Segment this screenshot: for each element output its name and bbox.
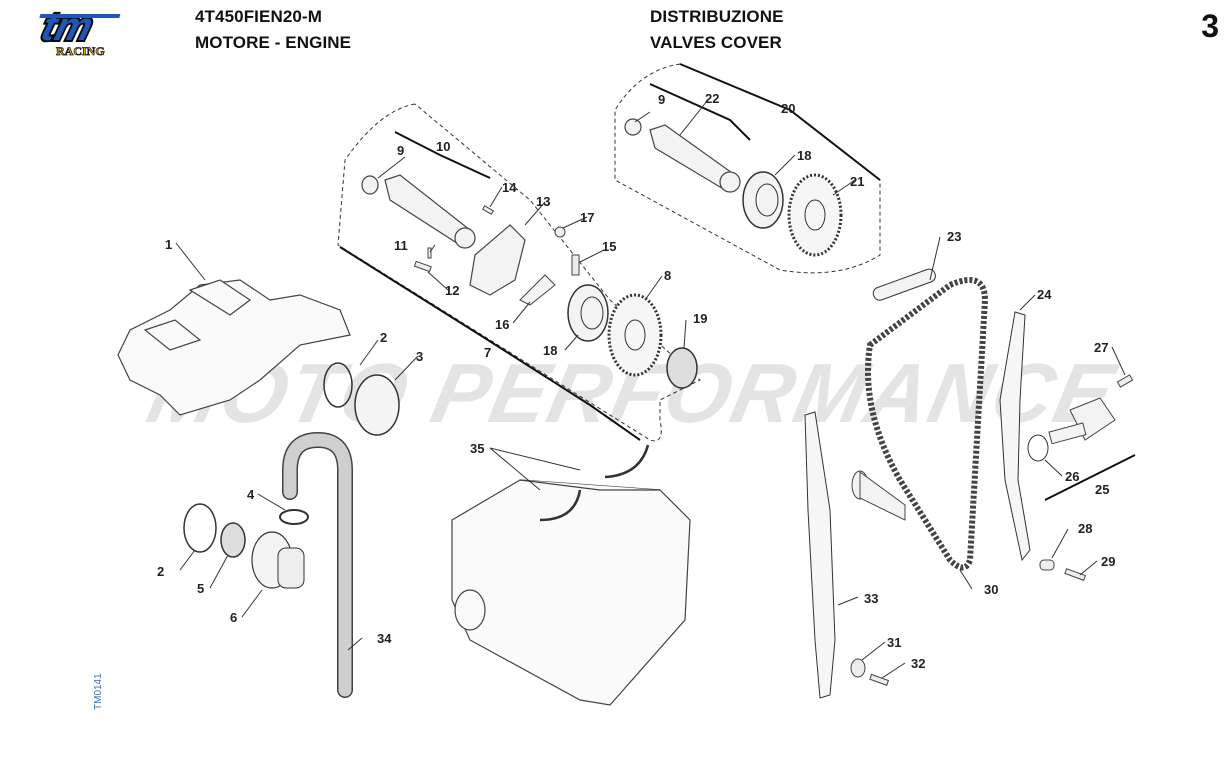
part-decompressor-lever-16	[519, 274, 556, 306]
model-code: 4T450FIEN20-M	[195, 7, 322, 26]
part-bearing-18a	[567, 284, 609, 342]
part-screw-27	[1116, 374, 1134, 388]
part-pin-12	[413, 260, 432, 273]
callout-24: 24	[1037, 287, 1052, 302]
callout-8: 8	[664, 268, 672, 283]
callout-23: 23	[947, 229, 962, 244]
callout-15: 15	[602, 239, 617, 254]
callout-2b: 2	[157, 564, 165, 579]
part-crank-sprocket	[851, 470, 906, 521]
svg-text:tm: tm	[37, 8, 98, 49]
callout-3: 3	[416, 349, 424, 364]
part-screw-29	[1064, 568, 1087, 581]
callout-17: 17	[580, 210, 595, 225]
callout-22: 22	[705, 91, 720, 106]
callout-6: 6	[230, 610, 238, 625]
part-sprocket-21	[787, 173, 843, 257]
part-pin-14	[481, 205, 495, 215]
callout-2a: 2	[380, 330, 388, 345]
part-o-ring-2a	[323, 362, 353, 408]
drawing-code: TM0141	[93, 673, 104, 710]
callout-30: 30	[984, 582, 999, 597]
callout-4: 4	[247, 487, 255, 502]
callout-26: 26	[1065, 469, 1080, 484]
callout-9a: 9	[397, 143, 405, 158]
callout-18b: 18	[797, 148, 812, 163]
part-seal-ring-5	[220, 522, 246, 558]
part-camshaft-22	[624, 118, 741, 193]
part-bearing-18b	[742, 171, 784, 229]
callout-20: 20	[781, 101, 796, 116]
part-gasket-26	[1027, 434, 1049, 462]
callout-25: 25	[1095, 482, 1110, 497]
part-decompressor-weight-19	[666, 347, 698, 389]
callout-32: 32	[911, 656, 926, 671]
section-title-en: VALVES COVER	[650, 33, 782, 52]
section-title-it: DISTRIBUZIONE	[650, 7, 784, 26]
callout-13: 13	[536, 194, 551, 209]
part-cylinder-head	[451, 479, 691, 706]
callout-9b: 9	[658, 92, 666, 107]
part-half-ring-35b	[604, 444, 650, 479]
part-half-ring-35a	[539, 489, 582, 522]
callout-5: 5	[197, 581, 205, 596]
part-chain-guide-33	[804, 411, 836, 699]
callout-33: 33	[864, 591, 879, 606]
part-pin-11	[427, 247, 432, 259]
tm-racing-logo: tm tm RACING	[30, 2, 140, 58]
callout-1: 1	[165, 237, 173, 252]
page-number: 3	[1201, 8, 1219, 44]
callout-29: 29	[1101, 554, 1116, 569]
part-spring-15	[571, 254, 580, 276]
logo-racing-text: RACING	[56, 44, 105, 58]
part-hose-clamp-4	[279, 509, 309, 525]
part-screw-17	[554, 226, 566, 238]
assembly-20-outline	[614, 63, 881, 274]
part-bushing-28	[1039, 559, 1055, 571]
callout-21: 21	[850, 174, 865, 189]
part-chain-tensioner-25	[1048, 397, 1116, 445]
callout-34: 34	[377, 631, 392, 646]
callout-14: 14	[502, 180, 517, 195]
part-upper-chain-guide-23	[872, 268, 936, 301]
part-cap-3	[354, 374, 400, 436]
callout-19: 19	[693, 311, 708, 326]
part-screw-32	[869, 673, 890, 686]
part-timing-chain-30	[865, 277, 989, 571]
part-o-ring-2b	[183, 503, 217, 553]
part-sprocket-8	[607, 293, 663, 377]
callout-11: 11	[394, 238, 408, 253]
callout-12: 12	[445, 283, 460, 298]
callout-35: 35	[470, 441, 485, 456]
callout-7: 7	[484, 345, 492, 360]
part-valves-cover	[117, 279, 351, 416]
callout-28: 28	[1078, 521, 1093, 536]
callout-10: 10	[436, 139, 451, 154]
callout-27: 27	[1094, 340, 1109, 355]
part-decompressor-plate-13	[469, 224, 526, 296]
part-camshaft-10	[361, 174, 476, 249]
callout-18a: 18	[543, 343, 558, 358]
assembly-7-outline	[337, 103, 701, 442]
callout-31: 31	[887, 635, 902, 650]
part-tensioner-slider-24	[999, 311, 1031, 562]
group-title: MOTORE - ENGINE	[195, 33, 352, 52]
part-washer-31	[850, 658, 866, 678]
callout-16: 16	[495, 317, 510, 332]
